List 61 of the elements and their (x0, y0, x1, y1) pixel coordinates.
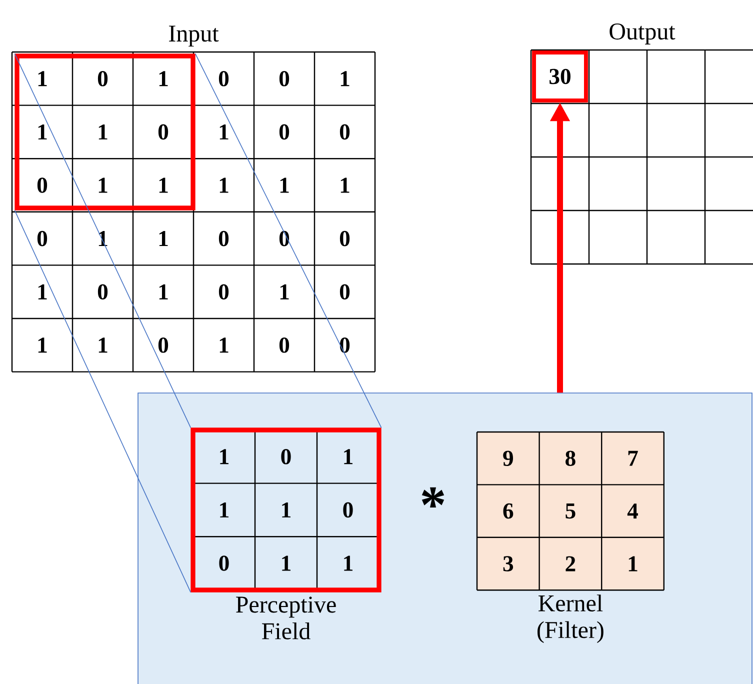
cell-value: 1 (98, 178, 108, 193)
cell-value: 3 (503, 556, 514, 572)
cell-value: 1 (220, 338, 228, 353)
cell-value: 1 (159, 178, 168, 193)
cell-value: 0 (340, 124, 350, 140)
cell-value: 8 (566, 450, 576, 466)
cell-value: 1 (282, 556, 290, 571)
projection-line (194, 53, 382, 428)
output-cell: 30 (532, 50, 588, 102)
cell-value: 0 (158, 124, 168, 140)
cell-value: 0 (279, 338, 290, 353)
highlight-box (14, 54, 196, 210)
cell-value: 0 (218, 284, 229, 300)
cell-value: 1 (98, 338, 108, 353)
cell-value: 0 (218, 71, 229, 86)
cell-value: 0 (343, 502, 353, 518)
cell-value: 0 (340, 338, 350, 353)
cell-value: 9 (503, 450, 513, 466)
cell-value: 1 (344, 556, 352, 571)
cell-value: 1 (220, 449, 228, 464)
cell-value: 1 (280, 284, 289, 300)
cell-value: 7 (628, 450, 638, 466)
cell-value: 1 (280, 178, 289, 193)
node-label: Perceptive Field (236, 596, 336, 640)
convolution-symbol: * (422, 487, 444, 508)
cell-value: 4 (627, 504, 638, 518)
cell-value: 5 (566, 504, 576, 519)
cell-value: 1 (38, 124, 47, 140)
cell-value: 0 (37, 230, 48, 246)
cell-value: 0 (219, 556, 229, 571)
cell-value: 0 (37, 178, 48, 193)
projection-line (14, 210, 192, 593)
node-label: Kernel (Filter) (538, 594, 604, 643)
cell-value: 6 (503, 503, 514, 519)
cell-value: 1 (340, 71, 350, 86)
cell-value: 1 (220, 178, 228, 193)
projection-line (14, 53, 192, 428)
cell-value: 0 (218, 230, 229, 246)
cell-value: 0 (340, 230, 350, 246)
cell-value: 1 (159, 284, 168, 300)
cell-value: 1 (220, 124, 228, 140)
cell-value: 1 (282, 502, 290, 518)
cell-value: 1 (38, 284, 47, 300)
cell-value: 2 (566, 556, 576, 572)
cell-value: 1 (38, 338, 47, 353)
cell-value: 1 (344, 449, 352, 464)
cell-value: 0 (158, 338, 168, 353)
cell-value: 1 (159, 71, 168, 86)
cell-value: 1 (38, 71, 47, 86)
cell-value: 0 (279, 230, 290, 246)
cell-value: 1 (220, 502, 228, 518)
cell-value: 1 (628, 556, 638, 572)
cell-value: 0 (98, 71, 108, 86)
cell-value: 0 (340, 284, 350, 300)
cell-value: 1 (340, 178, 350, 193)
cell-value: 1 (159, 231, 168, 246)
cell-value: 0 (281, 449, 291, 464)
cell-value: 0 (98, 284, 108, 300)
cell-value: 0 (279, 71, 290, 86)
cell-value: 1 (98, 124, 108, 140)
cell-value: 0 (279, 124, 290, 140)
